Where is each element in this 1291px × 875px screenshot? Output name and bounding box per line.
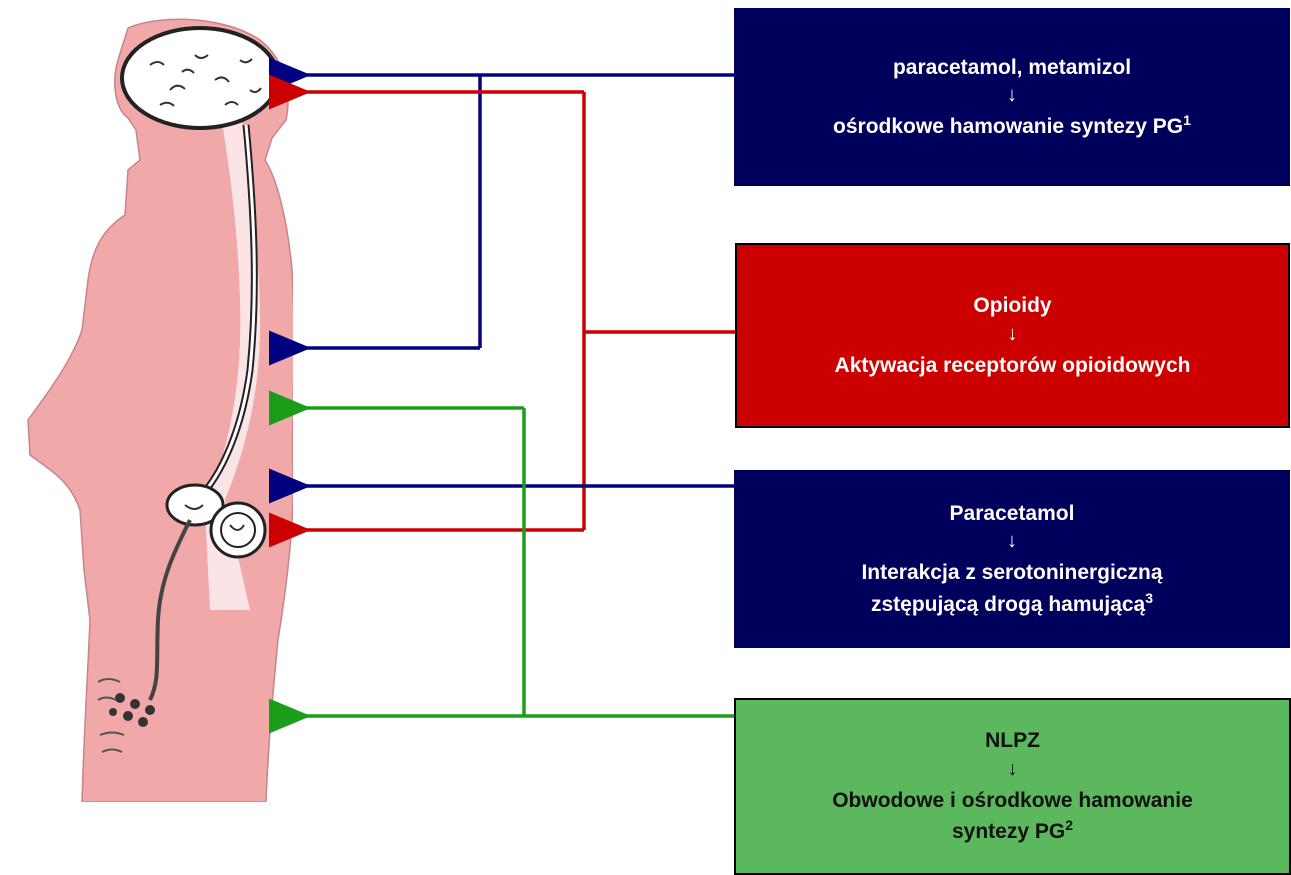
down-arrow-icon: ↓ [1007,531,1017,551]
red-connector-opioids [304,92,735,530]
box3-title: Paracetamol [950,498,1075,530]
box3-mechanism-line1: Interakcja z serotoninergiczną [861,557,1162,589]
down-arrow-icon: ↓ [1008,759,1018,779]
box-opioids: Opioidy ↓ Aktywacja receptorów opioidowy… [735,243,1290,428]
box4-mechanism-line2: syntezy PG2 [952,816,1073,848]
box1-mechanism: ośrodkowe hamowanie syntezy PG1 [833,111,1191,143]
box1-title: paracetamol, metamizol [893,52,1131,84]
box-paracetamol-serotonergic: Paracetamol ↓ Interakcja z serotoninergi… [734,470,1290,648]
down-arrow-icon: ↓ [1008,324,1018,344]
box2-title: Opioidy [973,290,1051,322]
down-arrow-icon: ↓ [1007,85,1017,105]
box4-title: NLPZ [985,725,1040,757]
box2-mechanism: Aktywacja receptorów opioidowych [835,350,1191,382]
box4-mechanism-line1: Obwodowe i ośrodkowe hamowanie [832,785,1193,817]
blue-connector-brain-spine [304,75,734,348]
box-nsaid: NLPZ ↓ Obwodowe i ośrodkowe hamowanie sy… [734,698,1291,875]
green-connector-nsaid [304,408,734,716]
box-paracetamol-metamizol: paracetamol, metamizol ↓ ośrodkowe hamow… [734,8,1290,186]
box3-mechanism-line2: zstępującą drogą hamującą3 [871,589,1153,621]
